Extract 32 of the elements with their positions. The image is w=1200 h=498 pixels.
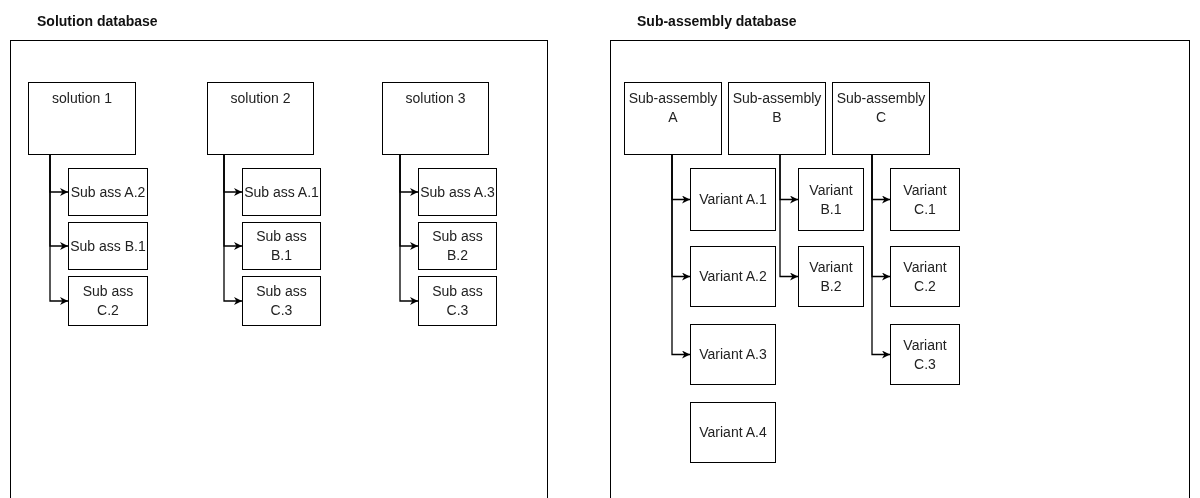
- arrow: [871, 154, 891, 359]
- panel-title: Solution database: [37, 13, 158, 29]
- panel-title: Sub-assembly database: [637, 13, 797, 29]
- child-box: Sub ass A.3: [418, 168, 497, 216]
- child-box: Variant C.1: [890, 168, 960, 231]
- arrow: [671, 154, 691, 359]
- child-box: Variant B.2: [798, 246, 864, 307]
- arrow: [49, 154, 69, 305]
- arrow: [779, 154, 799, 281]
- child-box: Sub ass B.2: [418, 222, 497, 270]
- parent-box: solution 3: [382, 82, 489, 155]
- child-box: Variant B.1: [798, 168, 864, 231]
- child-box: Sub ass C.2: [68, 276, 148, 326]
- child-box: Variant C.3: [890, 324, 960, 385]
- arrow: [223, 154, 243, 305]
- child-box: Sub ass C.3: [242, 276, 321, 326]
- parent-box: solution 2: [207, 82, 314, 155]
- parent-box: solution 1: [28, 82, 136, 155]
- child-box: Sub ass A.1: [242, 168, 321, 216]
- parent-box: Sub-assembly A: [624, 82, 722, 155]
- child-box: Sub ass B.1: [242, 222, 321, 270]
- arrow: [399, 154, 419, 305]
- child-box: Sub ass C.3: [418, 276, 497, 326]
- child-box: Sub ass A.2: [68, 168, 148, 216]
- child-box: Variant A.3: [690, 324, 776, 385]
- parent-box: Sub-assembly C: [832, 82, 930, 155]
- child-box: Variant A.4: [690, 402, 776, 463]
- child-box: Variant A.2: [690, 246, 776, 307]
- child-box: Sub ass B.1: [68, 222, 148, 270]
- parent-box: Sub-assembly B: [728, 82, 826, 155]
- child-box: Variant C.2: [890, 246, 960, 307]
- child-box: Variant A.1: [690, 168, 776, 231]
